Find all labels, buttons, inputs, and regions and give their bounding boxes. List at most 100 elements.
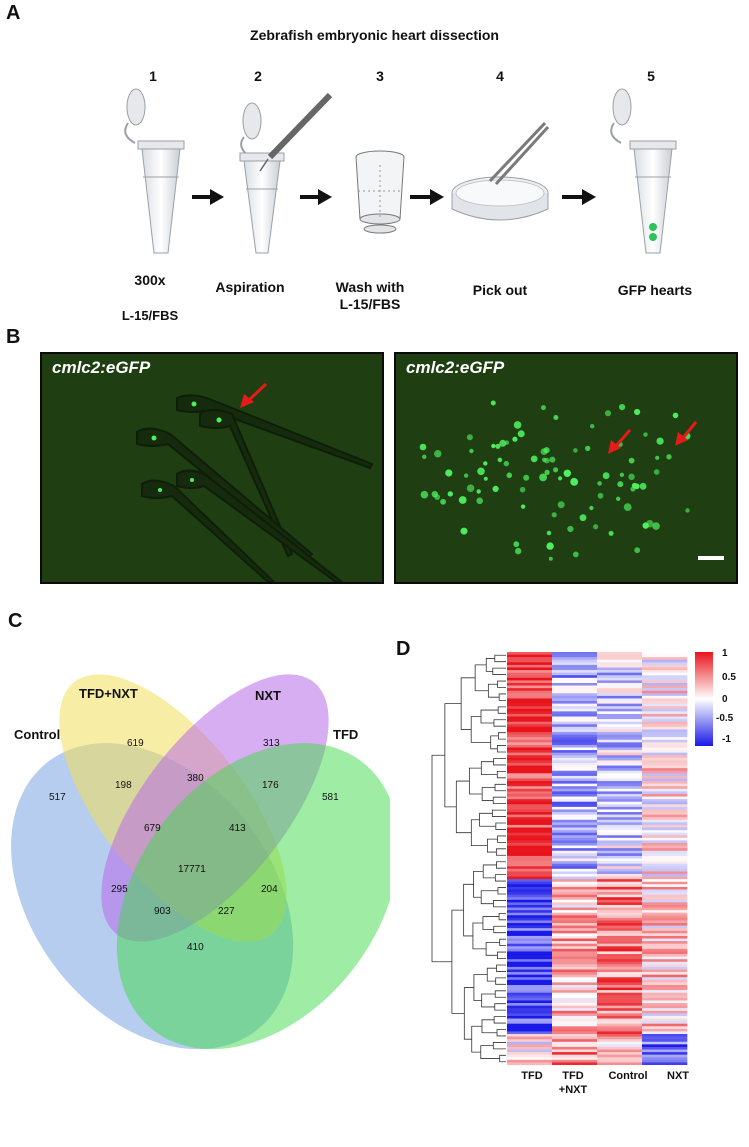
heatmap-cell: [507, 762, 553, 766]
gfp-heart-dot: [551, 512, 557, 518]
heatmap-cell: [597, 734, 643, 738]
heatmap-cell: [507, 1018, 553, 1022]
heatmap-cell: [552, 796, 598, 800]
heatmap-cell: [552, 990, 598, 994]
heatmap-cell: [552, 724, 598, 728]
heatmap-cell: [507, 850, 553, 854]
heatmap-cell: [597, 724, 643, 728]
heatmap-cell: [552, 713, 598, 717]
heatmap-cell: [597, 1008, 643, 1012]
heatmap-cell: [642, 899, 688, 903]
gfp-heart-dot: [447, 491, 453, 497]
heatmap-cell: [552, 814, 598, 818]
larvae-image: [136, 382, 374, 582]
heatmap-cell: [597, 1039, 643, 1043]
heatmap-cell: [552, 897, 598, 901]
heatmap-cell: [507, 961, 553, 965]
gfp-heart-dot: [572, 551, 579, 558]
heatmap-cell: [597, 876, 643, 880]
heatmap-cell: [597, 747, 643, 751]
heatmap-cell: [597, 837, 643, 841]
heatmap-cell: [642, 997, 688, 1001]
heatmap-cell: [597, 928, 643, 932]
heatmap-cell: [597, 992, 643, 996]
dendrogram-branch: [486, 967, 497, 982]
heatmap-cell: [597, 775, 643, 779]
dendrogram-branch: [479, 812, 496, 827]
heatmap-cell: [507, 781, 553, 784]
heatmap-cell: [507, 783, 553, 787]
heatmap-cell: [507, 835, 553, 839]
heatmap-cell: [642, 930, 688, 934]
heatmap-cell: [507, 866, 553, 870]
heatmap-cell: [642, 1015, 688, 1019]
heatmap-cell: [552, 711, 598, 715]
dendrogram-branch: [494, 874, 506, 882]
dendrogram-branch: [498, 912, 506, 921]
heatmap-cell: [552, 928, 598, 932]
heatmap-cell: [597, 781, 643, 784]
heatmap-cell: [642, 1005, 688, 1009]
heatmap-cell: [552, 861, 598, 864]
dendrogram-branch: [482, 916, 500, 930]
heatmap-cell: [507, 902, 553, 906]
heatmap-cell: [552, 778, 598, 782]
heatmap-cell: [552, 801, 598, 805]
heatmap-cell: [552, 1052, 598, 1055]
heatmap-cell: [552, 824, 598, 828]
heatmap-cell: [642, 1041, 688, 1045]
heatmap-cell: [597, 739, 643, 743]
heatmap-cell: [552, 889, 598, 893]
heatmap-cell: [597, 1028, 643, 1032]
heatmap-cell: [507, 899, 553, 903]
venn-count-tfdnxt-nxt: 380: [187, 773, 204, 784]
heatmap-cell: [552, 1041, 598, 1045]
heatmap-cell: [642, 662, 688, 666]
heatmap-cell: [552, 925, 598, 929]
gfp-heart-dot: [655, 455, 660, 460]
heatmap-cell: [642, 824, 688, 828]
heatmap-cell: [507, 732, 553, 735]
venn-count-all: 17771: [178, 864, 206, 875]
heatmap-cell: [552, 946, 598, 950]
gfp-heart-dot: [666, 454, 672, 460]
heatmap-cell: [552, 750, 598, 753]
heatmap-cell: [552, 1005, 598, 1009]
heatmap-cell: [642, 889, 688, 893]
heatmap-cell: [507, 721, 553, 725]
heatmap-cell: [597, 987, 643, 991]
gfp-heart-dot: [590, 424, 595, 429]
heatmap-cell: [507, 806, 553, 810]
heatmap-cell: [597, 713, 643, 717]
heatmap-cell: [507, 1044, 553, 1048]
heatmap-col-label-tfd-nxt-line-1: TFD: [562, 1070, 584, 1082]
heatmap-cell: [552, 1049, 598, 1053]
heatmap-cell: [597, 750, 643, 753]
heatmap-cell: [552, 667, 598, 671]
heatmap-cell: [507, 659, 553, 663]
heatmap-cell: [507, 716, 553, 720]
heatmap-cell: [597, 889, 643, 893]
heatmap-cell: [507, 1052, 553, 1055]
heatmap-cell: [507, 1021, 553, 1024]
heatmap-cell: [642, 873, 688, 877]
heatmap-cell: [642, 750, 688, 753]
gfp-heart-dot: [579, 514, 587, 522]
gfp-heart-dot: [458, 496, 467, 504]
heatmap-cell: [552, 809, 598, 813]
heatmap-cell: [597, 956, 643, 960]
heatmap-cell: [552, 698, 598, 702]
heatmap-cell: [507, 868, 553, 872]
heatmap-cell: [597, 721, 643, 725]
panel-letter-d: D: [396, 638, 411, 660]
heatmap-cell: [597, 943, 643, 947]
heatmap-cell: [507, 1034, 553, 1037]
tube-1: [124, 88, 185, 254]
heatmap-cell: [642, 884, 688, 888]
heatmap-cell: [552, 726, 598, 730]
step-number-5: 5: [647, 68, 655, 84]
red-arrow-heart-2: [675, 421, 698, 446]
colorbar-tick-neg-1: -1: [722, 734, 731, 745]
scale-bar: [698, 556, 724, 560]
heatmap-cell: [507, 979, 553, 983]
